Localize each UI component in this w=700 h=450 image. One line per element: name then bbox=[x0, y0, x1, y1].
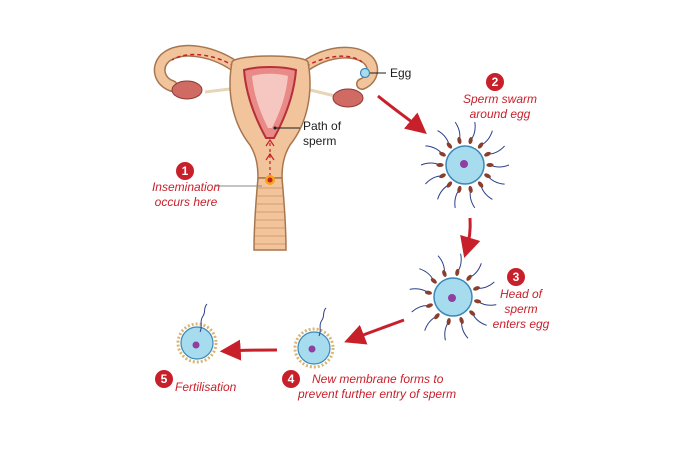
step-3-caption: Head of sperm enters egg bbox=[492, 287, 550, 331]
sperm-head bbox=[439, 173, 446, 179]
egg-sperm-entering bbox=[409, 253, 497, 341]
fallopian-tube-right bbox=[295, 48, 377, 89]
sperm-head bbox=[484, 151, 491, 157]
sperm-head bbox=[473, 286, 480, 291]
vagina bbox=[253, 177, 287, 251]
reproductive-tract bbox=[153, 44, 379, 251]
step-2-badge: 2 bbox=[486, 73, 504, 91]
egg-label: Egg bbox=[390, 66, 412, 80]
step-5-caption: Fertilisation bbox=[175, 380, 237, 394]
egg-fertilised bbox=[176, 303, 218, 364]
egg-sperm-swarm bbox=[420, 121, 510, 209]
step-1-caption: Insemination occurs here bbox=[151, 180, 221, 209]
sperm-head bbox=[466, 274, 472, 281]
sperm-head bbox=[455, 268, 460, 276]
step-3-badge: 3 bbox=[507, 268, 525, 286]
egg-nucleus bbox=[192, 341, 200, 349]
step-5-badge: 5 bbox=[155, 370, 173, 388]
sperm-head bbox=[477, 181, 484, 188]
step-1-badge: 1 bbox=[176, 162, 194, 180]
step-2-caption: Sperm swarm around egg bbox=[462, 92, 537, 121]
ovary-left bbox=[171, 80, 203, 100]
egg-nucleus bbox=[448, 294, 456, 302]
arrow-tract-to-swarm bbox=[377, 94, 427, 135]
path-of-sperm-label: Path of sperm bbox=[303, 119, 342, 148]
sperm-head bbox=[468, 185, 473, 193]
sperm-head bbox=[459, 317, 464, 324]
insemination-site bbox=[265, 175, 275, 185]
sperm-head bbox=[484, 173, 491, 179]
sperm-head bbox=[426, 303, 433, 308]
sperm-head bbox=[436, 163, 444, 167]
egg-new-membrane bbox=[293, 307, 335, 369]
egg-nucleus bbox=[460, 160, 468, 168]
sperm-head bbox=[457, 137, 462, 145]
sperm-head bbox=[474, 299, 482, 304]
sperm-head bbox=[430, 278, 437, 284]
sperm-head bbox=[439, 151, 446, 157]
sperm-head bbox=[469, 310, 476, 316]
egg-in-tube bbox=[359, 67, 371, 79]
step-4-caption: New membrane forms to prevent further en… bbox=[298, 372, 457, 401]
sperm-head bbox=[468, 137, 473, 145]
sperm-head bbox=[434, 313, 440, 320]
sperm-head bbox=[446, 181, 453, 188]
sperm-head bbox=[442, 270, 447, 277]
arrow-entry-to-membrane bbox=[344, 318, 405, 345]
sperm-head bbox=[446, 142, 453, 149]
sperm-head bbox=[424, 290, 432, 295]
arrow-membrane-to-fertilisation bbox=[219, 339, 278, 361]
arrow-swarm-to-entry bbox=[460, 217, 481, 259]
sperm-head bbox=[477, 142, 484, 149]
ovary-right bbox=[332, 88, 364, 108]
sperm-head bbox=[457, 185, 462, 193]
sperm-head bbox=[486, 163, 494, 167]
step-4-badge: 4 bbox=[282, 370, 300, 388]
egg-nucleus bbox=[308, 345, 316, 353]
sperm-head bbox=[446, 318, 451, 326]
